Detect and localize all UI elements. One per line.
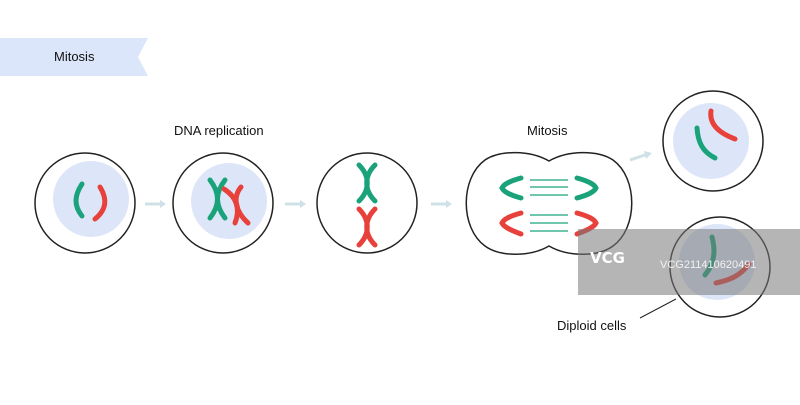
green-chromosome — [73, 181, 85, 219]
cell-3 — [316, 152, 418, 254]
cell-2 — [172, 152, 274, 254]
label-diploid-cells: Diploid cells — [557, 318, 627, 333]
diploid-pointer-line — [639, 298, 677, 319]
label-dna-replication: DNA replication — [174, 123, 264, 138]
green-chromatid-right — [364, 162, 378, 204]
watermark-id: VCG211410620491 — [660, 259, 757, 271]
red-chromosome — [708, 108, 738, 142]
watermark-logo: VCG — [590, 249, 625, 267]
watermark — [578, 229, 800, 295]
nucleus-1 — [53, 161, 129, 237]
label-mitosis: Mitosis — [527, 123, 568, 138]
daughter-cell-top — [662, 90, 764, 192]
red-chromatid-right — [233, 184, 251, 226]
page-title: Mitosis — [54, 49, 95, 64]
red-chromatid-left — [499, 210, 524, 237]
green-chromatid-left — [499, 175, 524, 201]
arrow-4 — [629, 151, 652, 162]
title-banner — [0, 38, 148, 76]
cell-4-dividing — [465, 151, 633, 255]
red-chromosome — [92, 184, 108, 222]
red-chromatid-right — [364, 206, 378, 248]
green-chromatid-right — [574, 175, 599, 201]
nucleus-top — [673, 103, 749, 179]
arrow-2 — [285, 200, 306, 208]
nucleus-2 — [191, 163, 267, 239]
green-chromosome — [694, 125, 718, 161]
cell-1 — [34, 152, 136, 254]
arrow-1 — [145, 200, 166, 208]
green-chromatid-right — [215, 177, 228, 221]
arrow-3 — [431, 200, 452, 208]
